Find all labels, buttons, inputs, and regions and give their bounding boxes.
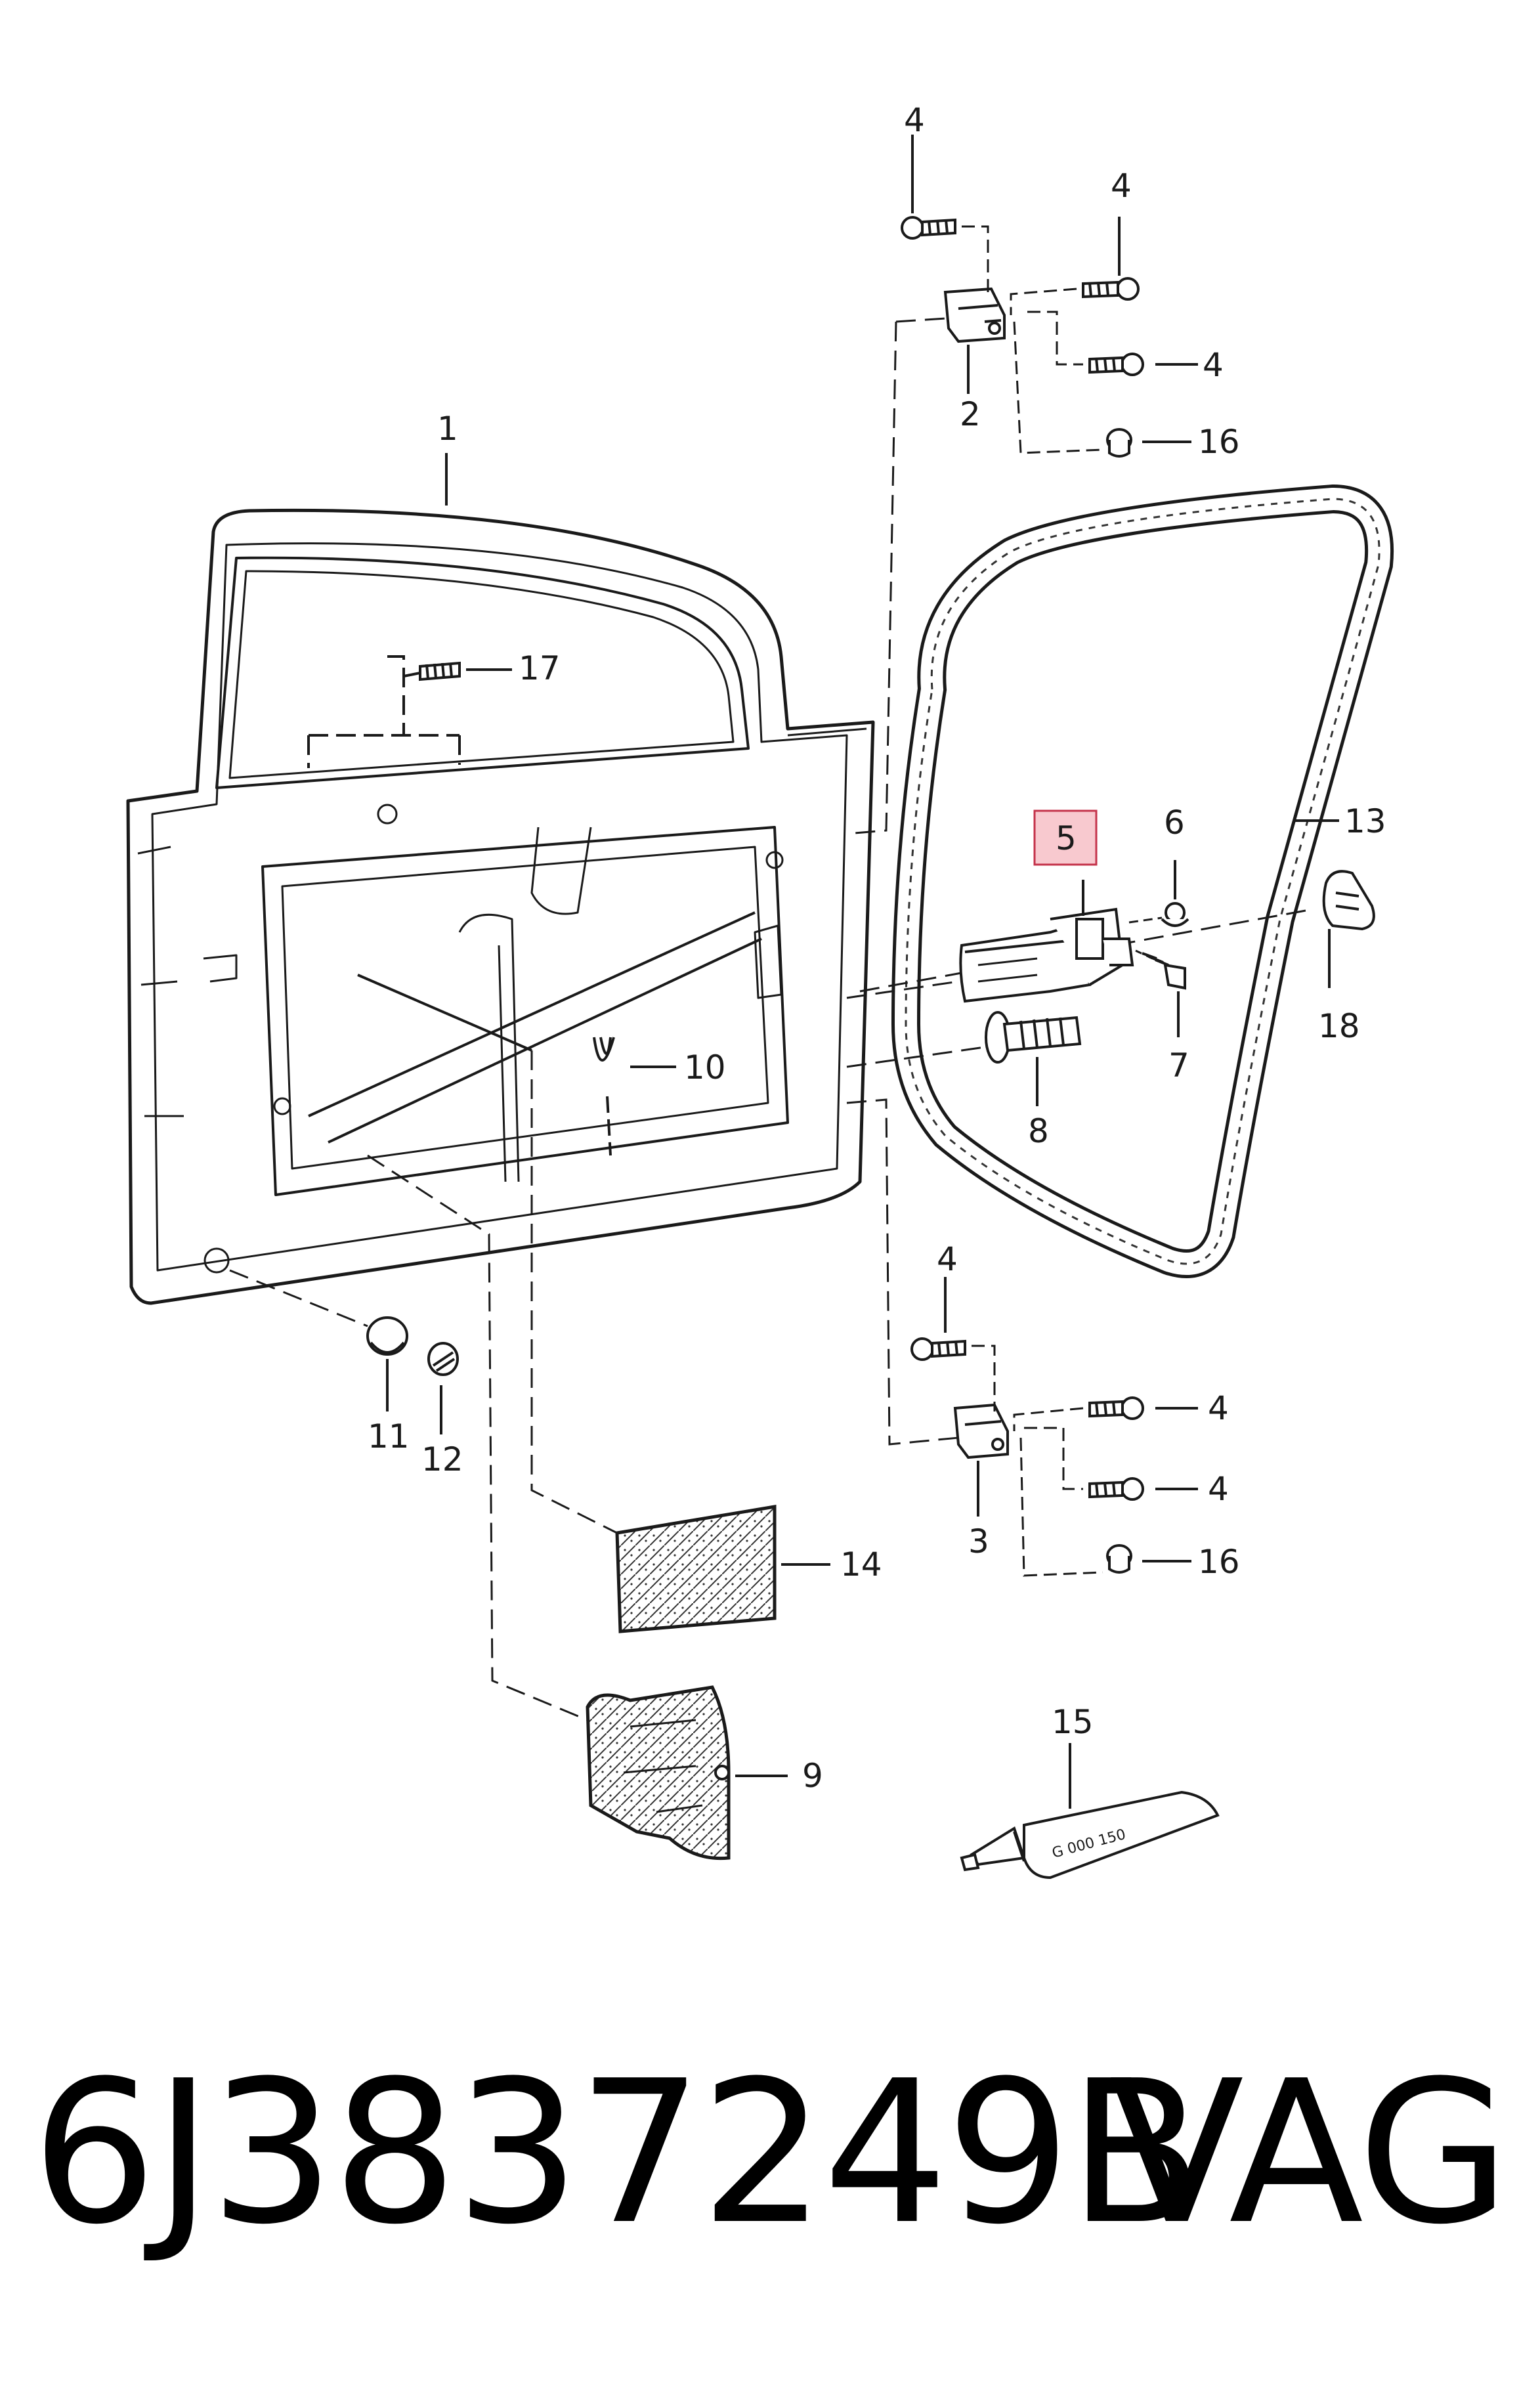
door-shell: [126, 508, 875, 1305]
upper-hinge: [943, 287, 1006, 343]
upper-hinge-bolt-lower: [1088, 353, 1144, 376]
label-5: 5: [1056, 819, 1077, 857]
label-4-c: 4: [1203, 346, 1224, 384]
label-1: 1: [437, 410, 458, 448]
label-10: 10: [684, 1048, 726, 1087]
exploded-door-diagram: G 000 150 1 17 10 4 4 4 2 16 5 6 13 18 7…: [126, 101, 1394, 1880]
label-4-f: 4: [1208, 1470, 1229, 1508]
plug-small: [427, 1342, 459, 1376]
sealant-tube: [960, 1790, 1220, 1880]
lower-spacer: [1106, 1544, 1132, 1574]
check-strap-screw: [1142, 952, 1186, 990]
lower-hinge: [953, 1403, 1009, 1459]
label-12: 12: [421, 1440, 463, 1478]
label-8: 8: [1028, 1112, 1049, 1150]
upper-spacer: [1106, 428, 1132, 458]
part-number: 6J3837249B: [32, 2038, 1203, 2268]
label-16-b: 16: [1198, 1543, 1240, 1581]
label-11: 11: [368, 1417, 410, 1455]
label-18: 18: [1318, 1007, 1360, 1045]
upper-hinge-bolt-right: [1082, 277, 1140, 301]
retainer: [1322, 870, 1375, 931]
sound-insulation: [586, 1685, 731, 1861]
lower-hinge-bolt-top: [910, 1337, 966, 1361]
door-seal: [891, 484, 1394, 1278]
lower-hinge-bolt-right: [1088, 1396, 1144, 1420]
highlight-box: [1033, 809, 1098, 866]
brand-name: VAG: [1109, 2038, 1510, 2268]
plug-large: [366, 1316, 408, 1356]
label-15: 15: [1052, 1703, 1094, 1741]
label-13: 13: [1344, 802, 1386, 840]
label-4-a: 4: [904, 101, 925, 139]
upper-hinge-bolt-top: [901, 216, 956, 240]
clip: [593, 1037, 676, 1156]
label-17: 17: [519, 649, 561, 687]
label-4-b: 4: [1111, 167, 1132, 205]
label-14: 14: [840, 1545, 882, 1583]
label-3: 3: [968, 1522, 989, 1561]
insulation-pad: [615, 1505, 777, 1633]
label-4-d: 4: [937, 1240, 958, 1278]
label-4-e: 4: [1208, 1389, 1229, 1427]
label-2: 2: [960, 395, 981, 433]
lower-hinge-bolt-lower: [1088, 1477, 1144, 1501]
label-7: 7: [1168, 1046, 1189, 1085]
check-strap-nut: [1161, 902, 1189, 927]
label-16-a: 16: [1198, 423, 1240, 461]
door-check-strap: [959, 880, 1134, 1003]
spring-pin: [307, 655, 512, 768]
label-9: 9: [802, 1757, 823, 1795]
label-6: 6: [1164, 804, 1185, 842]
check-strap-bolt: [985, 1011, 1082, 1064]
